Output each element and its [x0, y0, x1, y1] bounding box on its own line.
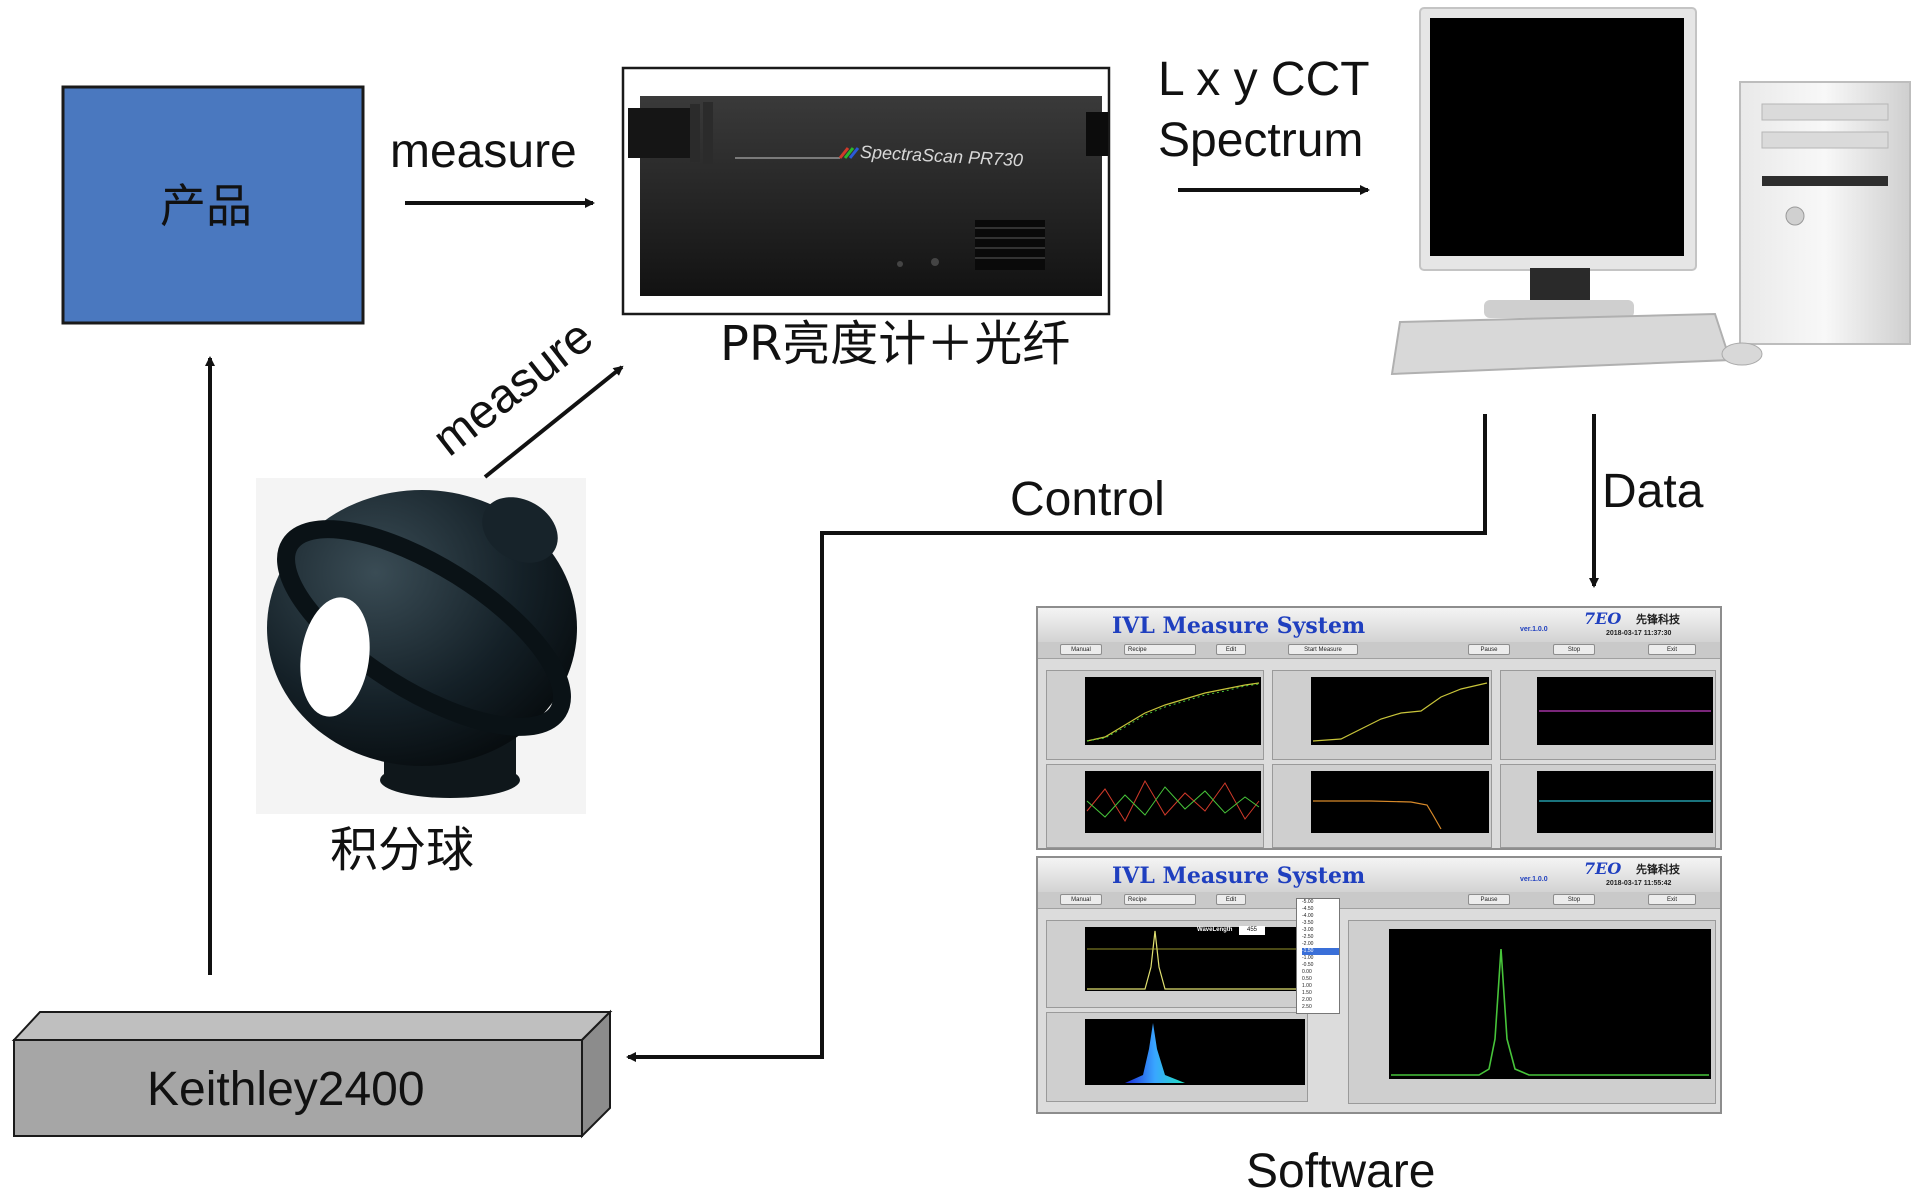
curve-spectrum-color	[1125, 1023, 1185, 1083]
keithley-label: Keithley2400	[147, 1063, 425, 1116]
data-label: Data	[1602, 465, 1704, 518]
plot-efficiency-vs-luminance	[1046, 764, 1264, 848]
plot-spectral-radiance	[1348, 920, 1716, 1104]
dropdown-option-selected[interactable]: -1.50	[1302, 948, 1339, 955]
dropdown-option[interactable]: 1.00	[1302, 983, 1312, 989]
software-logo: 7EO	[1584, 609, 1622, 628]
curve-cie	[1539, 710, 1711, 712]
dropdown-option[interactable]: -2.00	[1302, 941, 1314, 947]
dropdown-option[interactable]: -5.00	[1302, 899, 1314, 905]
plot-cie-vs-luminance	[1500, 670, 1716, 760]
software-datetime-2: 2018-03-17 11:55:42	[1606, 880, 1672, 887]
exit-button-2[interactable]: Exit	[1648, 894, 1696, 905]
curve-current	[1313, 800, 1442, 830]
manual-button-2[interactable]: Manual	[1060, 894, 1102, 905]
dropdown-option[interactable]: -0.50	[1302, 962, 1314, 968]
plot-spectrum-small: WaveLength 455	[1046, 920, 1308, 1008]
computer-image	[1390, 7, 1911, 376]
software-title-2: IVL Measure System	[1112, 863, 1366, 889]
curve-radiance	[1539, 800, 1711, 802]
wavelength-label: WaveLength	[1197, 927, 1233, 933]
plot-current-vs-density	[1272, 764, 1492, 848]
control-label: Control	[1010, 473, 1165, 526]
dropdown-option[interactable]: 0.50	[1302, 976, 1312, 982]
start-measure-button[interactable]: Start Measure	[1288, 644, 1358, 655]
product-box	[61, 85, 365, 325]
plot-current-density-vs-voltage	[1046, 670, 1264, 760]
dropdown-option[interactable]: -4.50	[1302, 906, 1314, 912]
curve-lv	[1312, 682, 1488, 742]
plot-luminance-vs-voltage	[1272, 670, 1492, 760]
manual-button[interactable]: Manual	[1060, 644, 1102, 655]
keithley-box	[11, 1009, 613, 1139]
software-title: IVL Measure System	[1112, 613, 1366, 639]
control-connector	[626, 414, 1487, 1062]
output-label-line1: L x y CCT	[1158, 53, 1370, 106]
stop-button-2[interactable]: Stop	[1553, 894, 1595, 905]
exit-button[interactable]: Exit	[1648, 644, 1696, 655]
edit-button-2[interactable]: Edit	[1216, 894, 1246, 905]
plot-spectrum-color	[1046, 1012, 1308, 1102]
curve-iv	[1086, 682, 1260, 742]
integrating-sphere-image	[256, 478, 586, 814]
integrating-sphere-label: 积分球	[330, 822, 475, 878]
stop-button[interactable]: Stop	[1553, 644, 1595, 655]
curve-efficiency	[1086, 779, 1260, 823]
pr-meter-image	[628, 96, 1108, 296]
software-datetime: 2018-03-17 11:37:30	[1606, 630, 1672, 637]
software-title-bar-2: IVL Measure System ver.1.0.0 7EO 先锋科技 20…	[1038, 858, 1720, 893]
software-window-iv: IVL Measure System ver.1.0.0 7EO 先锋科技 20…	[1036, 606, 1722, 850]
dropdown-option[interactable]: 2.00	[1302, 997, 1312, 1003]
dropdown-option[interactable]: -1.00	[1302, 955, 1314, 961]
dropdown-option[interactable]: 0.00	[1302, 969, 1312, 975]
dropdown-option[interactable]: -3.00	[1302, 927, 1314, 933]
software-version: ver.1.0.0	[1520, 626, 1548, 633]
software-version-2: ver.1.0.0	[1520, 876, 1548, 883]
pr-meter-vents	[975, 220, 1045, 270]
dropdown-option[interactable]: -3.50	[1302, 920, 1314, 926]
software-title-bar: IVL Measure System ver.1.0.0 7EO 先锋科技 20…	[1038, 608, 1720, 643]
dropdown-option[interactable]: 2.50	[1302, 1004, 1312, 1010]
dropdown-option[interactable]: -2.50	[1302, 934, 1314, 940]
dropdown-option[interactable]: 1.50	[1302, 990, 1312, 996]
measure-label-top: measure	[390, 125, 577, 178]
recipe-dropdown-2[interactable]: Recipe	[1124, 894, 1196, 905]
pr-meter-label: PR亮度计＋光纤	[720, 316, 1071, 372]
dropdown-option[interactable]: -4.00	[1302, 913, 1314, 919]
pause-button[interactable]: Pause	[1468, 644, 1510, 655]
curve-spectrum-small	[1087, 930, 1303, 990]
plot-radiance-vs-density	[1500, 764, 1716, 848]
edit-button[interactable]: Edit	[1216, 644, 1246, 655]
curve-spectral-radiance	[1391, 948, 1709, 1076]
pause-button-2[interactable]: Pause	[1468, 894, 1510, 905]
wavelength-input[interactable]: 455	[1239, 926, 1265, 935]
software-label: Software	[1246, 1145, 1436, 1198]
measure-arrow-diagonal	[483, 365, 624, 479]
software-toolbar-2: Manual Recipe Edit Pause Stop Exit	[1038, 892, 1720, 909]
recipe-dropdown[interactable]: Recipe	[1124, 644, 1196, 655]
software-logo-2: 7EO	[1584, 859, 1622, 878]
output-label-line2: Spectrum	[1158, 114, 1364, 167]
software-brand: 先锋科技	[1636, 614, 1680, 626]
software-toolbar: Manual Recipe Edit Start Measure Pause S…	[1038, 642, 1720, 659]
software-brand-2: 先锋科技	[1636, 864, 1680, 876]
product-label: 产品	[160, 179, 252, 233]
step-dropdown[interactable]: -5.00 -4.50 -4.00 -3.50 -3.00 -2.50 -2.0…	[1296, 898, 1340, 1014]
software-window-spectrum: IVL Measure System ver.1.0.0 7EO 先锋科技 20…	[1036, 856, 1722, 1114]
